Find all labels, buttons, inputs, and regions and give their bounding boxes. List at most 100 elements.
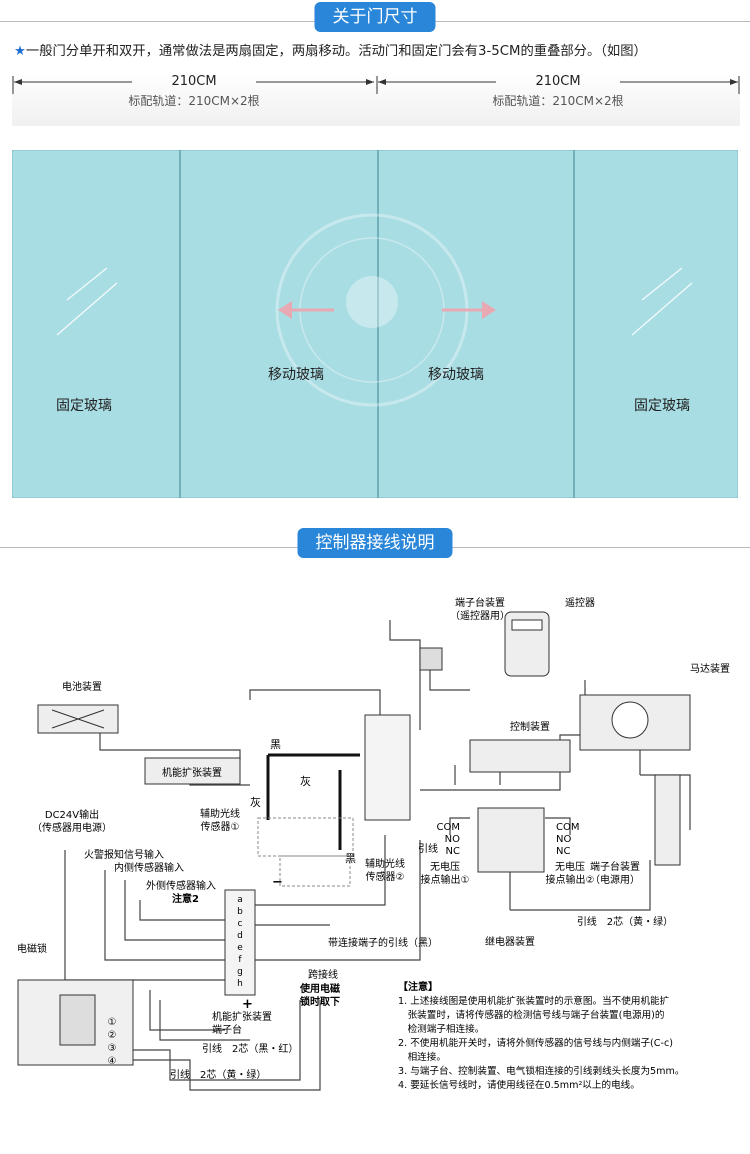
- relay-label: 继电器装置: [485, 935, 535, 948]
- door-diagram: 固定玻璃 移动玻璃 移动玻璃 固定玻璃: [11, 149, 739, 499]
- gray-wire-label: 灰: [250, 795, 261, 809]
- lead-label: 引线: [418, 842, 438, 855]
- panel-moving-left: [179, 149, 379, 499]
- panel-label: 固定玻璃: [56, 397, 112, 414]
- black-wire-label: 黑: [270, 738, 281, 751]
- svg-text:2. 不使用机能开关时，请将外侧传感器的信号线与内侧端子(C: 2. 不使用机能开关时，请将外侧传感器的信号线与内侧端子(C-c): [398, 1037, 673, 1049]
- expansion-unit-icon: [144, 757, 241, 785]
- jumper-lead-label: 带连接端子的引线（黑）: [328, 936, 438, 949]
- ext-terminal-strip: [224, 889, 256, 996]
- minus-sign: −: [272, 875, 283, 890]
- intro-text: 一般门分单开和双开，通常做法是两扇固定，两扇移动。活动门和固定门会有3-5CM的…: [25, 44, 647, 59]
- svg-text:3. 与端子台、控制装置、电气锁相连接的引线剥线头长度为5m: 3. 与端子台、控制装置、电气锁相连接的引线剥线头长度为5mm。: [398, 1065, 684, 1077]
- controller-icon: [469, 739, 571, 773]
- note2-label: 注意2: [172, 892, 199, 905]
- ext-terminal-label: 机能扩张装置: [212, 1010, 272, 1023]
- relay-out2-label: 无电压: [555, 860, 585, 873]
- panel-fixed-right: [573, 149, 739, 499]
- panel-label: 移动玻璃: [268, 366, 324, 383]
- fire-input-label: 火警报知信号输入: [84, 848, 164, 861]
- svg-text:c: c: [238, 919, 243, 929]
- dimension-right: 210CM 标配轨道：210CM×2根: [376, 72, 740, 126]
- notice-lines: 1. 上述接线图是使用机能扩张装置时的示意图。当不使用机能扩 张装置时，请将传感…: [398, 995, 684, 1091]
- jumper-note-sub: 锁时取下: [300, 995, 340, 1008]
- section-title: 控制器接线说明: [297, 528, 453, 558]
- svg-text:d: d: [237, 931, 243, 941]
- remote-label: 遥控器: [565, 596, 595, 609]
- jumper-note: 使用电磁: [299, 982, 340, 995]
- panel-label: 移动玻璃: [428, 366, 484, 383]
- power-terminal-icon: [654, 774, 681, 866]
- dimension-arrow-left: [12, 76, 374, 94]
- jumper-label: 跨接线: [308, 968, 338, 981]
- aux-sensor2-box: [279, 855, 351, 887]
- relay-icon: [477, 807, 545, 873]
- dimension-width: 210CM: [171, 74, 217, 89]
- svg-text:相连接。: 相连接。: [398, 1051, 446, 1063]
- panel-label: 固定玻璃: [634, 397, 690, 414]
- relay-com-label: COM: [556, 822, 579, 833]
- remote-terminal-label: 端子台装置: [455, 596, 505, 609]
- aux-sensor1-sub: 传感器①: [201, 820, 240, 833]
- motor-label: 马达装置: [690, 662, 730, 675]
- battery-label: 电池装置: [62, 680, 102, 693]
- move-left-arrow-icon: [278, 301, 334, 319]
- relay-no-label: NO: [445, 834, 460, 845]
- door-panels-svg: 固定玻璃 移动玻璃 移动玻璃 固定玻璃: [11, 149, 739, 499]
- svg-text:③: ③: [108, 1043, 117, 1054]
- relay-com-label: COM: [437, 822, 460, 833]
- dimension-rail: 标配轨道：210CM×2根: [492, 94, 624, 108]
- plus-sign: +: [242, 997, 253, 1012]
- lead-yg-bottom-label: 引线 2芯（黄・绿）: [170, 1068, 266, 1081]
- dimension-width: 210CM: [535, 74, 581, 89]
- svg-text:张装置时，请将传感器的检测信号线与端子台装置(电源用)的: 张装置时，请将传感器的检测信号线与端子台装置(电源用)的: [398, 1009, 665, 1021]
- expansion-label: 机能扩张装置: [162, 766, 222, 779]
- relay-nc-label: NC: [446, 846, 460, 857]
- svg-text:4. 要延长信号线时，请使用线径在0.5mm²以上的电线。: 4. 要延长信号线时，请使用线径在0.5mm²以上的电线。: [398, 1079, 640, 1091]
- relay-out1-label: 无电压: [430, 860, 460, 873]
- svg-text:f: f: [238, 955, 242, 965]
- aux-sensor1-label: 辅助光线: [200, 807, 240, 820]
- svg-text:①: ①: [108, 1017, 117, 1028]
- gray-wire-label: 灰: [300, 774, 311, 788]
- star-icon: ★: [14, 44, 26, 59]
- wiring-diagram-svg: 端子台装置 （遥控器用） 遥控器 马达装置 电池装置 机能扩张装置 控制装置 黑…: [17, 596, 730, 1091]
- lead-br-label: 引线 2芯（黑・红）: [202, 1042, 298, 1055]
- power-terminal-sub: （电源用）: [590, 873, 640, 886]
- wiring-diagram: 端子台装置 （遥控器用） 遥控器 马达装置 电池装置 机能扩张装置 控制装置 黑…: [0, 580, 750, 1150]
- remote-terminal-box: [419, 647, 443, 671]
- intro-note: ★一般门分单开和双开，通常做法是两扇固定，两扇移动。活动门和固定门会有3-5CM…: [14, 40, 744, 59]
- glass-reflection-icon: [56, 267, 693, 336]
- svg-text:e: e: [237, 943, 243, 953]
- dimension-arrow-right: [376, 76, 740, 94]
- lock-label: 电磁锁: [17, 942, 47, 955]
- svg-text:a: a: [237, 895, 243, 905]
- lock-terminals: ① ② ③ ④: [108, 1017, 117, 1067]
- svg-text:②: ②: [108, 1030, 117, 1041]
- dc24-label: DC24V输出: [45, 808, 99, 821]
- svg-text:1. 上述接线图是使用机能扩张装置时的示意图。当不使用机能扩: 1. 上述接线图是使用机能扩张装置时的示意图。当不使用机能扩: [398, 995, 670, 1007]
- relay-out1-sub: 接点输出①: [421, 873, 470, 886]
- section-title: 关于门尺寸: [314, 2, 436, 32]
- dimension-left: 210CM 标配轨道：210CM×2根: [12, 72, 376, 126]
- aux-sensor2-sub: 传感器②: [366, 870, 405, 883]
- svg-text:检测端子相连接。: 检测端子相连接。: [398, 1023, 484, 1035]
- aux-sensor2-label: 辅助光线: [365, 857, 405, 870]
- black-wires: [266, 753, 360, 850]
- dc24-sub: （传感器用电源）: [32, 821, 112, 834]
- inner-sensor-label: 内侧传感器输入: [114, 861, 184, 874]
- notice-title: 【注意】: [398, 980, 438, 993]
- terminal-letters: a b c d e f g h: [237, 895, 243, 989]
- relay-nc-label: NC: [556, 846, 570, 857]
- controller-terminal-block: [364, 714, 411, 821]
- outer-sensor-label: 外侧传感器输入: [146, 879, 216, 892]
- section-banner-wiring: 控制器接线说明: [0, 526, 750, 560]
- power-terminal-label: 端子台装置: [590, 860, 640, 873]
- controller-label: 控制装置: [510, 720, 550, 733]
- dimension-rail: 标配轨道：210CM×2根: [128, 94, 260, 108]
- panel-fixed-left: [11, 149, 181, 499]
- move-right-arrow-icon: [442, 301, 496, 319]
- panel-moving-right: [377, 149, 575, 499]
- svg-text:h: h: [237, 979, 243, 989]
- relay-out2-sub: 接点输出②: [546, 873, 595, 886]
